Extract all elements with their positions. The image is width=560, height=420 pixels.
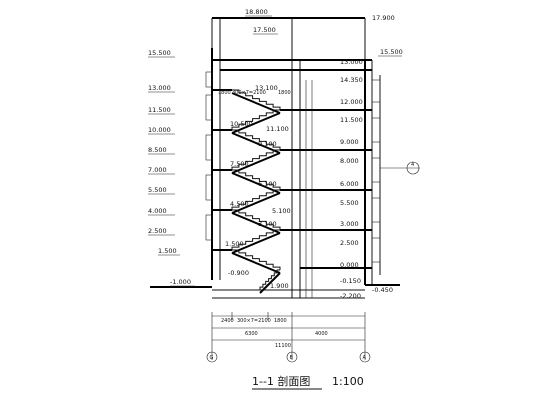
level-left-8: 2.500 bbox=[148, 227, 167, 235]
dim-row1-0: 2400 bbox=[221, 318, 234, 324]
level-left-4: 8.500 bbox=[148, 146, 167, 154]
right-windows bbox=[371, 79, 381, 263]
level-left-7: 4.000 bbox=[148, 207, 167, 215]
axis-bubbles: G B A bbox=[206, 351, 371, 363]
stair-slab bbox=[231, 172, 281, 194]
stair-slab bbox=[231, 232, 281, 254]
stair-level-10: 3.100 bbox=[258, 220, 277, 228]
stair-level-3: 9.100 bbox=[258, 140, 277, 148]
level-right-12: 0.000 bbox=[340, 261, 359, 269]
axis-label-b: B bbox=[290, 355, 294, 361]
bottom-dimensions: 2400 300×7=2100 1800 6300 4000 11100 bbox=[211, 312, 366, 360]
level-top-0: 18.800 bbox=[245, 8, 268, 16]
stair-level-11: -0.900 bbox=[228, 269, 249, 277]
level-left-0: 15.500 bbox=[148, 49, 171, 57]
stair-level-9: 1.900 bbox=[270, 282, 289, 290]
stair-note-1: 300×7=2100 bbox=[232, 90, 266, 96]
level-left-9: 1.500 bbox=[158, 247, 177, 255]
top-levels: 18.800 17.500 bbox=[245, 8, 278, 35]
stair-notes: 1800 300×7=2100 1800 bbox=[218, 90, 291, 96]
dim-total: 11100 bbox=[275, 343, 291, 349]
level-right-3: 14.350 bbox=[340, 76, 363, 84]
level-left-1: 13.000 bbox=[148, 84, 171, 92]
dim-row2-1: 4000 bbox=[315, 331, 328, 337]
staircase bbox=[231, 89, 281, 294]
level-right-4: 12.000 bbox=[340, 98, 363, 106]
level-left-6: 5.500 bbox=[148, 186, 167, 194]
right-levels: 17.900 15.500 13.000 14.350 12.000 11.50… bbox=[340, 14, 403, 300]
stair-flight bbox=[232, 169, 281, 190]
level-right-7: 8.000 bbox=[340, 157, 359, 165]
stair-flight bbox=[259, 269, 280, 290]
drawing-scale: 1:100 bbox=[332, 375, 364, 388]
stair-slab bbox=[259, 272, 281, 294]
level-left-3: 10.000 bbox=[148, 126, 171, 134]
level-right-6: 9.000 bbox=[340, 138, 359, 146]
stair-slab bbox=[231, 132, 281, 154]
level-right-1: 15.500 bbox=[380, 48, 403, 56]
stair-level-1: 11.100 bbox=[266, 125, 289, 133]
stair-flight bbox=[232, 209, 281, 230]
stair-flight bbox=[231, 149, 280, 170]
level-left-10: -1.000 bbox=[170, 278, 191, 286]
level-right-9: 5.500 bbox=[340, 199, 359, 207]
stair-note-0: 1800 bbox=[218, 90, 231, 96]
stair-flight bbox=[232, 249, 281, 270]
level-right-10: 3.000 bbox=[340, 220, 359, 228]
stair-slab bbox=[231, 152, 281, 174]
axis-bubble-b bbox=[286, 351, 298, 363]
level-right-8: 6.000 bbox=[340, 180, 359, 188]
left-levels: 15.500 13.000 11.500 10.000 8.500 7.000 … bbox=[148, 49, 195, 287]
dim-row2-0: 6300 bbox=[245, 331, 258, 337]
level-right-11: 2.500 bbox=[340, 239, 359, 247]
stair-flight bbox=[231, 189, 280, 210]
stair-level-2: 10.500 bbox=[230, 120, 253, 128]
level-right-15: -2.200 bbox=[340, 292, 361, 300]
level-right-14: -0.450 bbox=[372, 286, 393, 294]
mid-dimension-strip bbox=[305, 80, 313, 298]
stair-note-2: 1800 bbox=[278, 90, 291, 96]
section-marker-circle bbox=[406, 161, 420, 175]
stair-slab bbox=[231, 112, 281, 134]
stair-flight bbox=[231, 109, 280, 130]
stair-flight bbox=[231, 229, 280, 250]
stair-slab bbox=[231, 192, 281, 214]
stair-level-4: 7.500 bbox=[230, 160, 249, 168]
drawing-title: 1--1 剖面图 bbox=[252, 374, 310, 388]
level-right-5: 11.500 bbox=[340, 116, 363, 124]
section-marker-label: 4 bbox=[411, 162, 414, 168]
dim-row1-1: 300×7=2100 bbox=[237, 318, 271, 324]
left-windows bbox=[205, 71, 213, 241]
section-marker: 4 bbox=[380, 161, 420, 175]
axis-label-g: G bbox=[210, 355, 214, 361]
level-right-0: 17.900 bbox=[372, 14, 395, 22]
level-right-2: 13.000 bbox=[340, 58, 363, 66]
stair-level-7: 5.100 bbox=[272, 207, 291, 215]
level-top-1: 17.500 bbox=[253, 26, 276, 34]
stair-level-6: 4.500 bbox=[230, 200, 249, 208]
axis-bubble-a bbox=[359, 351, 371, 363]
stair-slab bbox=[231, 92, 281, 114]
dim-row1-2: 1800 bbox=[274, 318, 287, 324]
stair-flight bbox=[232, 129, 281, 150]
axis-bubble-g bbox=[206, 351, 218, 363]
stair-level-8: 1.500 bbox=[225, 240, 244, 248]
level-left-5: 7.000 bbox=[148, 166, 167, 174]
stair-level-5: 6.100 bbox=[258, 180, 277, 188]
stair-level-0: 13.100 bbox=[255, 84, 278, 92]
stair-slab bbox=[231, 252, 281, 274]
stair-flight bbox=[232, 89, 281, 110]
drawing-title-block: 1--1 剖面图 1:100 bbox=[252, 374, 364, 390]
level-right-13: -0.150 bbox=[340, 277, 361, 285]
axis-label-a: A bbox=[363, 355, 367, 361]
stair-levels: 13.100 11.100 10.500 9.100 7.500 6.100 4… bbox=[225, 84, 291, 290]
level-left-2: 11.500 bbox=[148, 106, 171, 114]
stair-slab bbox=[231, 212, 281, 234]
